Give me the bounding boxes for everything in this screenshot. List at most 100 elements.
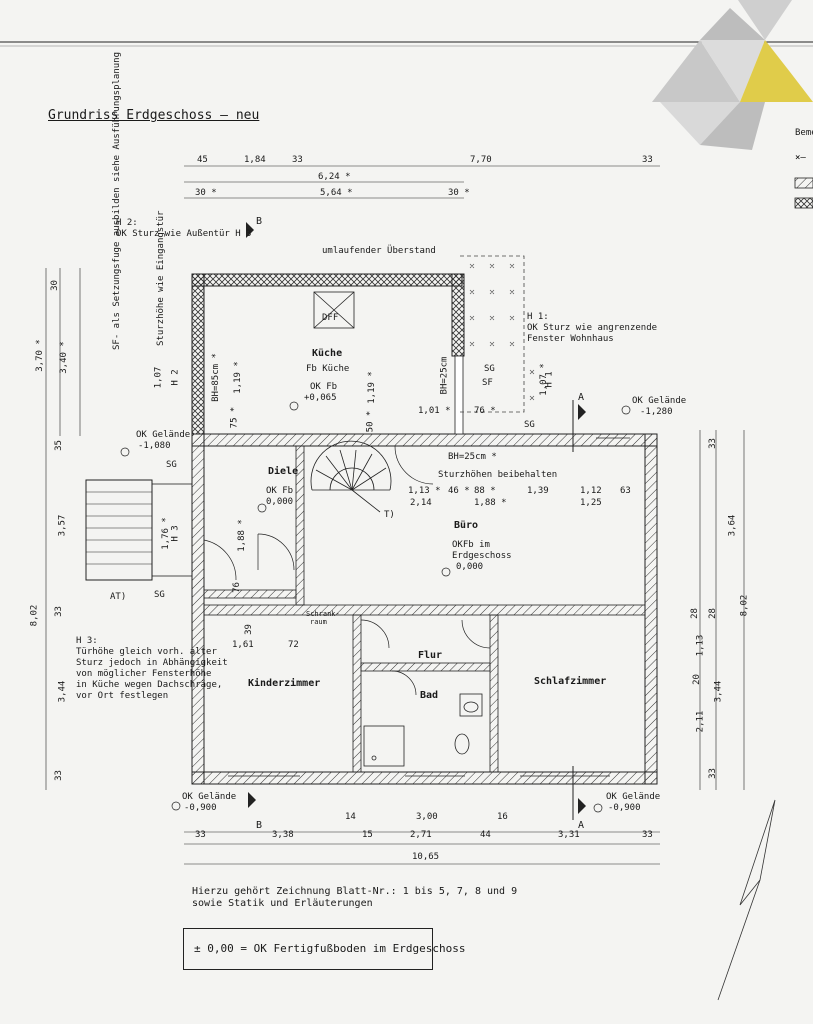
dim-top-3: 33	[292, 155, 303, 165]
dim-left-8: 3,44	[57, 680, 68, 703]
dim-bot2-1: 15	[362, 830, 373, 840]
dim-right-5: 28	[707, 608, 718, 619]
room-kueche-l3: +0,065	[304, 393, 337, 403]
note-sf: SF	[482, 378, 493, 388]
note-sturzhoehen: Sturzhöhen beibehalten	[438, 470, 558, 480]
footer-line1: Hierzu gehört Zeichnung Blatt-Nr.: 1 bis…	[192, 886, 518, 897]
note-h2-text: OK Sturz wie Außentür H 3	[116, 229, 252, 239]
dim-left-6: 8,02	[29, 604, 40, 627]
level-g2-l1: OK Gelände	[136, 430, 191, 440]
dim-left-2: 3,70 *	[34, 339, 45, 372]
room-bad: Bad	[420, 690, 439, 701]
section-b-top: B	[256, 216, 263, 227]
level-g3-l2: -0,900	[184, 803, 217, 813]
room-buero-l1: OKFb im	[452, 540, 490, 550]
dim-inner-17: 76	[231, 582, 242, 593]
room-kueche-l2: OK Fb	[310, 382, 338, 392]
dim-left-3: 3,40 *	[58, 341, 69, 374]
level-g1-l2: -1,280	[640, 407, 673, 417]
dim-top-4: 7,70	[470, 155, 492, 165]
room-buero: Büro	[454, 520, 479, 531]
room-kinderzimmer: Kinderzimmer	[248, 678, 321, 689]
north-arrow	[717, 799, 776, 1001]
note-h1-text2: Fenster Wohnhaus	[527, 334, 614, 344]
note-sg-4: SG	[154, 590, 165, 600]
level-g4-l2: -0,900	[608, 803, 641, 813]
level-g3-l1: OK Gelände	[182, 792, 237, 802]
room-buero-l3: 0,000	[456, 562, 484, 572]
dim-inner-26: H 2	[170, 369, 181, 386]
dim-right-1: 33	[707, 438, 718, 449]
dim-bot-total: 10,65	[412, 852, 440, 862]
dim-inner-1: 1,01 *	[418, 406, 451, 416]
dim-inner-7: 1,12	[580, 486, 602, 496]
dimension-lines	[45, 165, 745, 865]
dim-inner-19: 1,19 *	[366, 371, 377, 404]
dim-inner-9: 2,14	[410, 498, 432, 508]
dim-left-1: 30	[49, 280, 60, 291]
dim-top-1: 45	[197, 155, 208, 165]
note-sg-2: SG	[524, 420, 535, 430]
entrance-stair	[85, 479, 193, 581]
dim-top-5: 33	[642, 155, 653, 165]
bathroom-fixtures	[363, 693, 483, 767]
dim-bot-1: 33	[195, 830, 206, 840]
dim-top3-2: 5,64 *	[320, 188, 353, 198]
room-buero-l2: Erdgeschoss	[452, 551, 512, 561]
level-g2-l2: -1,080	[138, 441, 171, 451]
dim-inner-20: 50 *	[365, 410, 376, 433]
level-g4-l1: OK Gelände	[606, 792, 661, 802]
section-a-top: A	[578, 392, 585, 403]
dim-left-4: 35	[53, 440, 64, 451]
dim-left-5: 3,57	[57, 514, 68, 537]
spiral-stair	[310, 440, 392, 513]
section-markers	[246, 222, 586, 820]
note-at: AT)	[110, 592, 127, 602]
note-h3-l6: vor Ort festlegen	[76, 691, 169, 701]
walls	[191, 273, 658, 785]
dim-inner-22: 1,07	[153, 366, 164, 389]
windows	[228, 433, 630, 777]
dim-inner-5: 88 *	[474, 486, 496, 496]
dim-inner-10: 1,88 *	[474, 498, 507, 508]
dim-bot2-2: 2,71	[410, 830, 432, 840]
dim-right-10: 33	[707, 768, 718, 779]
dim-left-7: 33	[53, 606, 64, 617]
dim-inner-4: 46 *	[448, 486, 470, 496]
section-a-bottom: A	[578, 820, 585, 831]
dim-right-3: 8,02	[739, 594, 750, 617]
dim-inner-25: BH=25cm	[439, 356, 450, 395]
overhang-outline	[460, 255, 525, 413]
room-schrank-l1: Schrank-	[306, 610, 340, 618]
dim-bot-2: 3,38	[272, 830, 294, 840]
legend-icons: ×—	[794, 153, 813, 209]
dim-inner-3: 1,13 *	[408, 486, 441, 496]
note-sf-setzung: SF- als Setzungsfuge ausbilden siehe Aus…	[112, 51, 122, 350]
dim-inner-2: 76 *	[474, 406, 496, 416]
note-h3-l4: von möglicher Fensterhöhe	[76, 669, 212, 679]
dim-inner-12: 1,61	[232, 640, 254, 650]
dim-inner-28: H 1	[544, 371, 555, 388]
dim-left-9: 33	[53, 770, 64, 781]
dim-bot2-4: 3,31	[558, 830, 580, 840]
dim-bot-3: 14	[345, 812, 356, 822]
note-h3-l3: Sturz jedoch in Abhängigkeit	[76, 658, 228, 668]
note-t: T)	[384, 510, 395, 520]
level-markers	[120, 401, 631, 813]
note-h1-title: H 1:	[527, 312, 549, 322]
room-dff: DFF	[322, 313, 339, 323]
note-overhang: umlaufender Überstand	[322, 246, 436, 256]
room-schlafzimmer: Schlafzimmer	[534, 676, 607, 687]
footer-line2: sowie Statik und Erläuterungen	[192, 898, 373, 909]
dim-right-8: 2,11	[695, 710, 706, 733]
room-diele: Diele	[268, 466, 299, 477]
datum-legend-text: ± 0,00 = OK Fertigfußboden im Erdgeschos…	[194, 942, 466, 955]
dim-top3-1: 30 *	[195, 188, 217, 198]
room-schrank-l2: raum	[310, 618, 327, 626]
dim-inner-21: 75 *	[229, 406, 240, 429]
logo-pyramid	[652, 0, 813, 150]
note-h3-l2: Türhöhe gleich vorh. alter	[76, 647, 217, 657]
dim-top3-3: 30 *	[448, 188, 470, 198]
note-h3-l1: H 3:	[76, 636, 98, 646]
